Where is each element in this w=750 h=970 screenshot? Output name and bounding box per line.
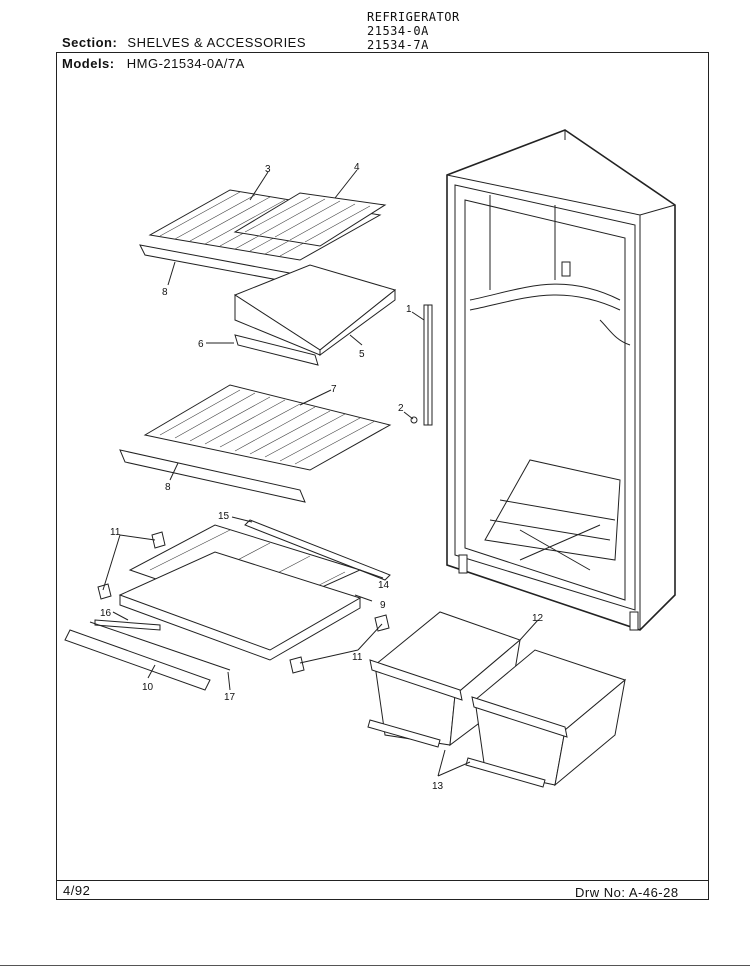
- drawing-frame: [56, 52, 709, 900]
- callout-11-right: 11: [352, 652, 363, 663]
- callout-5: 5: [359, 349, 365, 360]
- callout-3: 3: [265, 164, 271, 175]
- part-lower-shelf: [119, 384, 392, 503]
- callout-6: 6: [198, 339, 204, 350]
- product-code-2: 21534-7A: [367, 38, 429, 52]
- callout-2: 2: [398, 403, 404, 414]
- footer-date: 4/92: [63, 883, 91, 898]
- callout-16: 16: [100, 608, 112, 619]
- footer-drawing-number: Drw No: A-46-28: [575, 885, 679, 900]
- section-value: SHELVES & ACCESSORIES: [127, 35, 307, 50]
- callout-leaders: [102, 169, 539, 777]
- callout-10: 10: [142, 682, 154, 693]
- product-title: REFRIGERATOR: [367, 10, 460, 24]
- part-crisper-pans: [367, 611, 627, 788]
- callout-14: 14: [378, 580, 390, 591]
- callout-1: 1: [406, 304, 412, 315]
- callout-15: 15: [218, 511, 230, 522]
- scan-edge-line: [0, 965, 750, 966]
- callout-11-left: 11: [110, 527, 121, 538]
- section-label-group: Section: SHELVES & ACCESSORIES: [62, 35, 306, 50]
- models-label-group: Models: HMG-21534-0A/7A: [62, 56, 245, 71]
- product-code-1: 21534-0A: [367, 24, 429, 38]
- callout-17: 17: [224, 692, 236, 703]
- callout-12: 12: [532, 613, 544, 624]
- callout-13: 13: [432, 781, 444, 792]
- footer-divider: [56, 880, 709, 881]
- callout-8-upper: 8: [162, 287, 168, 298]
- models-label: Models:: [62, 56, 115, 71]
- models-value: HMG-21534-0A/7A: [126, 56, 245, 71]
- part-meat-drawer: [233, 264, 397, 366]
- callout-9: 9: [380, 600, 386, 611]
- callout-8-lower: 8: [165, 482, 171, 493]
- callout-4: 4: [354, 162, 360, 173]
- section-label: Section:: [62, 35, 118, 50]
- part-supports: [97, 531, 390, 674]
- refrigerator-cabinet: [446, 129, 676, 631]
- part-rail: [410, 304, 433, 426]
- part-upper-shelf: [139, 189, 387, 286]
- part-crisper-cover: [64, 519, 391, 691]
- callout-7: 7: [331, 384, 337, 395]
